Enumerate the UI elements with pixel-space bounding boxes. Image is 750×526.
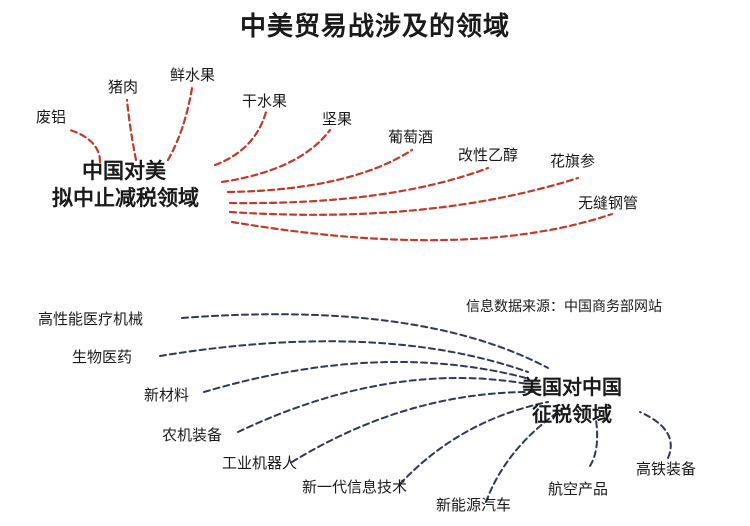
- connector-xin-neng-yuan: [485, 411, 559, 503]
- connector-pu-tao-jiu: [226, 148, 414, 194]
- connector-xin-yi-dai: [399, 401, 549, 485]
- china-item-gan-shui-guo: 干水果: [242, 92, 288, 110]
- page-title: 中美贸易战涉及的领域: [239, 12, 510, 42]
- us-item-xin-yi-dai: 新一代信息技术: [302, 478, 408, 496]
- us-item-xin-cai-liao: 新材料: [144, 386, 190, 404]
- connector-xian-shui-guo: [166, 86, 194, 162]
- china-item-wu-feng-gang-guan: 无缝钢管: [578, 194, 639, 212]
- china-connectors: [68, 86, 614, 242]
- china-item-fei-lv: 废铝: [36, 108, 67, 126]
- china-item-jian-guo: 坚果: [322, 110, 353, 128]
- connector-jian-guo: [220, 128, 332, 184]
- connector-hang-kong: [589, 419, 599, 467]
- us-item-gao-xing-neng: 高性能医疗机械: [38, 310, 144, 328]
- china-hub-label: 中国对美 拟中止减税领域: [52, 158, 199, 212]
- connector-gao-tie: [639, 411, 672, 459]
- china-hub-line1: 中国对美: [82, 159, 166, 183]
- us-hub-line2: 征税领域: [532, 402, 612, 426]
- connector-gan-shui-guo: [213, 110, 268, 167]
- us-item-hang-kong: 航空产品: [548, 480, 609, 498]
- china-item-xian-shui-guo: 鲜水果: [170, 66, 216, 84]
- us-item-gong-ye-ji-qi-ren: 工业机器人: [222, 454, 298, 472]
- connector-gong-ye-ji-qi-ren: [291, 390, 539, 463]
- china-hub-line2: 拟中止减税领域: [52, 186, 199, 210]
- connector-fei-lv: [68, 128, 102, 164]
- china-item-hua-qi-shen: 花旗参: [550, 152, 596, 170]
- connector-sheng-wu-yi-yao: [159, 340, 529, 373]
- china-item-pu-tao-jiu: 葡萄酒: [388, 128, 434, 146]
- us-hub-label: 美国对中国 征税领域: [522, 374, 622, 428]
- connector-xin-cai-liao: [203, 360, 527, 393]
- connector-wu-feng-gang-guan: [230, 212, 614, 242]
- connector-gai-xing-yi-chun: [228, 166, 490, 205]
- data-source-note: 信息数据来源：中国商务部网站: [466, 299, 662, 315]
- us-item-sheng-wu-yi-yao: 生物医药: [72, 348, 133, 366]
- connector-zhu-rou: [125, 98, 138, 162]
- china-item-gai-xing-yi-chun: 改性乙醇: [458, 146, 519, 164]
- us-hub-line1: 美国对中国: [522, 375, 622, 399]
- us-item-gao-tie: 高铁装备: [636, 460, 697, 478]
- connector-gao-xing-neng: [181, 313, 549, 369]
- us-item-nong-ji-zhuang-bei: 农机装备: [162, 426, 223, 444]
- china-item-zhu-rou: 猪肉: [108, 78, 139, 96]
- connector-hua-qi-shen: [228, 176, 580, 216]
- us-item-xin-neng-yuan: 新能源汽车: [436, 496, 512, 514]
- us-connectors: [159, 313, 672, 503]
- connector-nong-ji-zhuang-bei: [237, 377, 529, 433]
